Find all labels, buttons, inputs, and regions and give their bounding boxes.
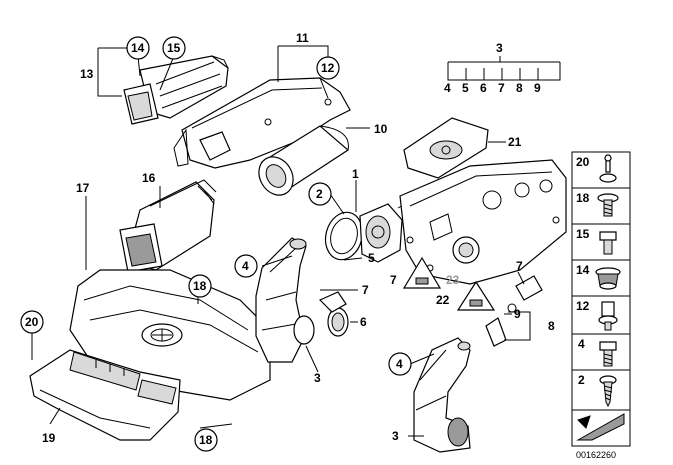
label-11: 11 (296, 31, 309, 45)
label-12: 12 (321, 61, 335, 75)
legend-label-20: 20 (576, 155, 590, 169)
label-6: 6 (360, 315, 367, 329)
label-21: 21 (508, 135, 522, 149)
label-7b: 7 (390, 273, 397, 287)
label-18b: 18 (199, 433, 213, 447)
legend-label-2: 2 (578, 373, 585, 387)
label-group-9: 9 (534, 81, 541, 95)
label-20: 20 (25, 315, 39, 329)
fastener-20-icon (599, 154, 617, 183)
air-filter-box (29, 269, 271, 441)
label-group-7: 7 (498, 81, 505, 95)
callout-circles (20, 36, 412, 452)
cylinder-head-cover (399, 117, 567, 285)
fastener-legend-panel: 20 18 15 14 12 4 2 (571, 151, 631, 447)
leader-lines (31, 45, 561, 437)
fastener-12-icon (598, 301, 618, 331)
label-9: 9 (514, 307, 521, 321)
label-3a: 3 (314, 371, 321, 385)
label-5: 5 (368, 251, 375, 265)
label-group-5: 5 (462, 81, 469, 95)
legend-label-18: 18 (576, 191, 590, 205)
label-16: 16 (142, 171, 156, 185)
label-15: 15 (167, 41, 181, 55)
fastener-18-icon (597, 193, 619, 217)
label-1: 1 (352, 167, 359, 181)
label-3-group: 3 (496, 41, 503, 55)
label-10: 10 (374, 122, 388, 136)
arrow-wedge-icon (576, 413, 625, 441)
label-2: 2 (316, 187, 323, 201)
label-17: 17 (76, 181, 90, 195)
legend-label-15: 15 (576, 227, 590, 241)
intake-hose-left (255, 237, 349, 363)
label-3b: 3 (392, 429, 399, 443)
fastener-14-icon (595, 267, 621, 290)
callout-labels: 13 14 15 11 12 10 16 17 1 2 5 4 18 7 6 3… (25, 31, 555, 447)
label-22: 22 (436, 293, 450, 307)
label-19: 19 (42, 431, 56, 445)
air-duct-housing (173, 77, 351, 196)
label-8: 8 (548, 319, 555, 333)
drawing-number: 00162260 (576, 450, 616, 460)
warning-label-22 (456, 280, 496, 311)
label-7c: 7 (516, 259, 523, 273)
legend-label-14: 14 (576, 263, 590, 277)
intake-hose-right (413, 275, 543, 453)
legend-label-4: 4 (578, 337, 585, 351)
rubber-duct (119, 179, 217, 273)
label-group-4: 4 (444, 81, 451, 95)
throttle-body (324, 199, 417, 263)
intake-snorkel (123, 55, 229, 125)
label-4a: 4 (242, 259, 249, 273)
label-group-8: 8 (516, 81, 523, 95)
fastener-2-icon (599, 375, 617, 408)
label-18a: 18 (193, 279, 207, 293)
fastener-15-icon (599, 231, 617, 255)
label-23: 23 (446, 273, 460, 287)
label-13: 13 (80, 67, 94, 81)
label-4b: 4 (396, 357, 403, 371)
legend-label-12: 12 (576, 299, 590, 313)
label-14: 14 (131, 41, 145, 55)
label-7a: 7 (362, 283, 369, 297)
fastener-4-icon (599, 341, 617, 367)
label-group-6: 6 (480, 81, 487, 95)
warning-label-7 (402, 256, 442, 289)
